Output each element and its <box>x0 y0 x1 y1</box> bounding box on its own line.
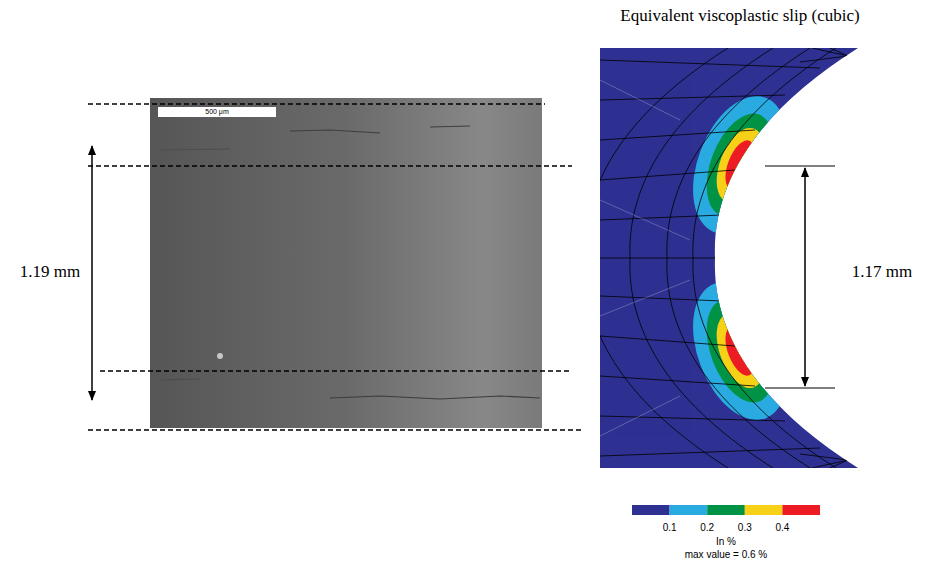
colour-bar <box>632 505 820 515</box>
colour-bar-tick: 0.1 <box>663 522 677 533</box>
dimension-arrow <box>804 168 806 386</box>
fe-contour-plot <box>585 48 860 468</box>
colour-bar-tick: 0.4 <box>775 522 789 533</box>
dimension-marker <box>765 166 835 388</box>
dimension-label: 1.17 mm <box>852 263 912 282</box>
max-value-note: max value = 0.6 % <box>685 549 768 560</box>
guide-lines <box>88 104 582 430</box>
scale-bar-label: 500 μm <box>205 108 229 116</box>
dimension-arrow <box>91 146 93 400</box>
unit-label: In % <box>716 536 736 547</box>
colour-bar-tick: 0.3 <box>738 522 752 533</box>
colour-bar-tick: 0.2 <box>700 522 714 533</box>
panel-title: Equivalent viscoplastic slip (cubic) <box>620 7 859 26</box>
fe-mesh <box>585 48 848 468</box>
micrograph <box>150 98 542 428</box>
dimension-label: 1.19 mm <box>20 263 80 282</box>
scale-bar <box>158 107 276 117</box>
